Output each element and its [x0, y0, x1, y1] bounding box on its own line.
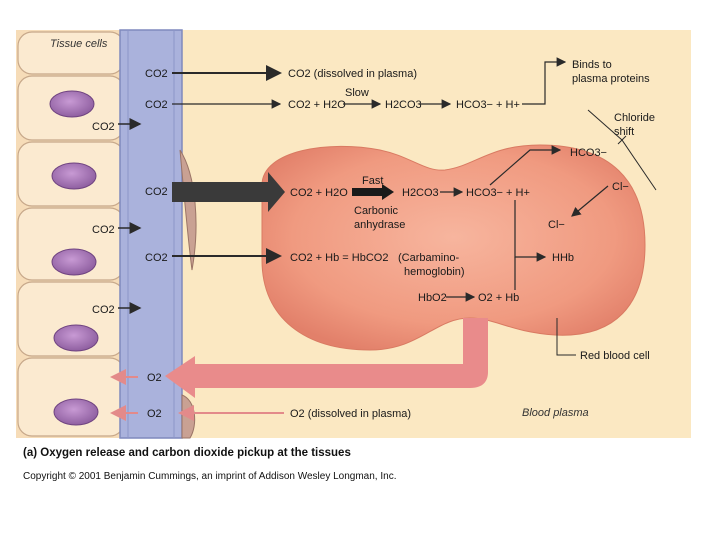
slow-eq-2: H2CO3 [385, 99, 422, 111]
tissue-cells-label: Tissue cells [50, 38, 108, 50]
cell-nucleus [51, 248, 97, 276]
chloride-line: Chloride [614, 112, 655, 124]
cell-nucleus [49, 90, 95, 118]
co2-slow-left: CO2 [145, 99, 168, 111]
o2-dissolved-right: O2 (dissolved in plasma) [290, 408, 411, 420]
figure-caption: (a) Oxygen release and carbon dioxide pi… [23, 447, 351, 459]
fast-arrow [352, 184, 394, 200]
red-blood-cell [261, 144, 646, 351]
hhb: HHb [552, 252, 574, 264]
cl-in-arrow [571, 185, 609, 217]
fast-eq-1: CO2 + H2O [290, 187, 348, 199]
co2-dissolved-left: CO2 [145, 68, 168, 80]
tissue-co2-3: CO2 [92, 304, 115, 316]
capillary-co2-fast: CO2 [145, 186, 168, 198]
binds-line: Binds to [572, 59, 612, 71]
binds-plasma-proteins: Binds to plasma proteins [572, 59, 650, 85]
capillary-wall [119, 29, 183, 439]
binds-line: plasma proteins [572, 73, 650, 85]
slow-eq-3: HCO3− + H+ [456, 99, 520, 111]
enzyme-line1: Carbonic [354, 205, 399, 217]
capillary-o2: O2 [147, 372, 162, 384]
tissue-co2-1: CO2 [92, 121, 115, 133]
rbc-label-line [556, 318, 576, 356]
copyright-line: Copyright © 2001 Benjamin Cummings, an i… [23, 471, 397, 482]
tissue-nuclei [49, 90, 99, 426]
red-blood-cell-label: Red blood cell [580, 350, 650, 362]
carbamino-line2: hemoglobin) [404, 266, 465, 278]
enzyme-line2: anhydrase [354, 219, 405, 231]
tissue-cells [17, 31, 125, 437]
hbco2-eq: CO2 + Hb = HbCO2 [290, 252, 388, 264]
hbo2-eq-2: O2 + Hb [478, 292, 519, 304]
tissue-co2-2: CO2 [92, 224, 115, 236]
o2-dissolved-left: O2 [147, 408, 162, 420]
cl-in: Cl− [548, 219, 565, 231]
co2-into-rbc-arrow [172, 172, 285, 212]
fast-eq-3: HCO3− + H+ [466, 187, 530, 199]
slow-label: Slow [345, 87, 369, 99]
chloride-shift-label: Chloride shift [614, 112, 655, 138]
o2-release-arrow [165, 318, 488, 398]
co2-dissolved-right: CO2 (dissolved in plasma) [288, 68, 417, 80]
fast-label: Fast [362, 175, 383, 187]
capillary-co2-hb: CO2 [145, 252, 168, 264]
cell-nucleus [51, 162, 97, 190]
hbo2-eq-1: HbO2 [418, 292, 447, 304]
hco3-out: HCO3− [570, 147, 607, 159]
cell-nucleus [53, 398, 99, 426]
chloride-line: shift [614, 126, 634, 138]
cell-nucleus [53, 324, 99, 352]
bracket-tick [617, 135, 627, 145]
slow-eq-1: CO2 + H2O [288, 99, 346, 111]
carbamino-line1: (Carbamino- [398, 252, 459, 264]
fast-eq-2: H2CO3 [402, 187, 439, 199]
arrow [522, 57, 567, 105]
cl-out: Cl− [612, 181, 629, 193]
hco3-out-arrow [489, 145, 562, 186]
blood-plasma-label: Blood plasma [522, 407, 589, 419]
